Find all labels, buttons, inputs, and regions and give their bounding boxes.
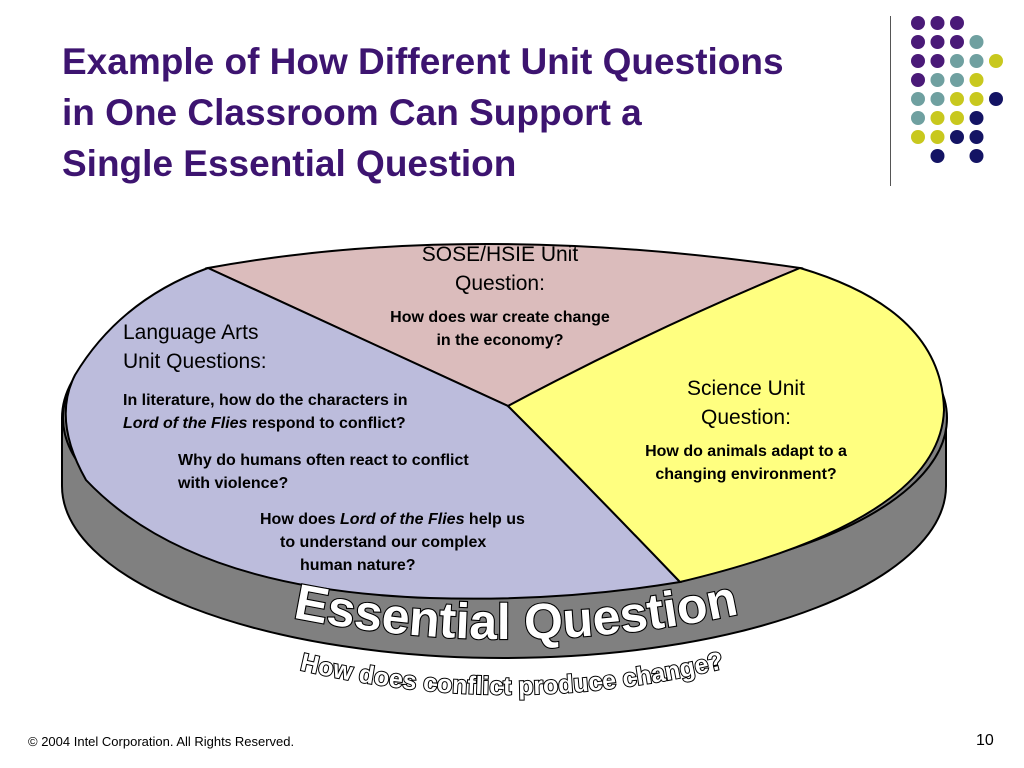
decorative-dot	[930, 111, 945, 125]
science-heading-line-1: Science Unit	[687, 377, 805, 400]
decorative-dot	[950, 54, 964, 68]
decorative-dot	[950, 35, 964, 49]
decorative-dot	[911, 35, 925, 49]
science-text: Science Unit Question: How do animals ad…	[606, 374, 886, 486]
la-q2-line-2: with violence?	[178, 475, 289, 492]
language-arts-heading-line-2: Unit Questions:	[123, 350, 267, 373]
la-q1-line-1: In literature, how do the characters in	[123, 392, 408, 409]
decorative-dot	[911, 73, 925, 87]
language-arts-heading: Language Arts Unit Questions:	[123, 318, 267, 376]
decorative-dot	[911, 130, 925, 144]
decorative-dot	[930, 54, 945, 68]
decorative-dot	[969, 149, 984, 163]
copyright-notice: © 2004 Intel Corporation. All Rights Res…	[28, 734, 295, 749]
science-question-line-1: How do animals adapt to a	[645, 443, 847, 460]
decorative-dot	[950, 92, 964, 106]
decorative-dot	[989, 92, 1003, 106]
decorative-dot	[930, 149, 945, 163]
segment-science	[506, 266, 946, 584]
decorative-dot	[950, 130, 964, 144]
decorative-dot	[989, 54, 1003, 68]
language-arts-question-2: Why do humans often react to conflict wi…	[178, 449, 469, 495]
decorative-dot	[969, 111, 984, 125]
decorative-dot	[969, 35, 984, 49]
title-line-3: Single Essential Question	[62, 143, 517, 184]
decorative-dot	[950, 73, 964, 87]
title-divider	[890, 16, 891, 186]
la-q3-line-2: to understand our complex	[280, 534, 487, 551]
sose-text: SOSE/HSIE Unit Question: How does war cr…	[360, 240, 640, 352]
page-number: 10	[976, 732, 994, 749]
science-heading-line-2: Question:	[701, 406, 791, 429]
sose-heading-line-2: Question:	[455, 272, 545, 295]
decorative-dot	[930, 16, 945, 30]
decorative-dot	[969, 73, 984, 87]
decorative-dot	[969, 130, 984, 144]
decorative-dot	[911, 54, 925, 68]
sose-question-line-2: in the economy?	[436, 332, 564, 349]
language-arts-question-1: In literature, how do the characters in …	[123, 389, 408, 435]
la-q1-line-2: Lord of the Flies respond to conflict?	[123, 412, 408, 435]
la-q1-line-2-rest: respond to conflict?	[247, 415, 406, 432]
language-arts-heading-line-1: Language Arts	[123, 321, 259, 344]
la-q3-line-3: human nature?	[300, 557, 416, 574]
slide-title: Example of How Different Unit Questions …	[62, 36, 862, 189]
decorative-dot	[950, 111, 964, 125]
title-line-1: Example of How Different Unit Questions	[62, 41, 784, 82]
la-q1-book-title: Lord of the Flies	[123, 415, 248, 432]
decorative-dot	[930, 73, 945, 87]
decorative-dot	[950, 16, 964, 30]
la-q3-pre: How does	[260, 511, 341, 528]
la-q3-book-title: Lord of the Flies	[340, 511, 465, 528]
la-q3-post: help us	[464, 511, 525, 528]
decorative-dot	[911, 111, 925, 125]
decorative-dot	[969, 54, 984, 68]
decorative-dot	[911, 16, 925, 30]
decorative-dot	[911, 92, 925, 106]
title-line-2: in One Classroom Can Support a	[62, 92, 642, 133]
science-question-line-2: changing environment?	[655, 466, 837, 483]
sose-question-line-1: How does war create change	[390, 309, 610, 326]
la-q2-line-1: Why do humans often react to conflict	[178, 452, 469, 469]
language-arts-question-3: How does Lord of the Flies help us to un…	[260, 508, 525, 577]
sose-heading-line-1: SOSE/HSIE Unit	[421, 243, 579, 266]
decorative-dot	[969, 92, 984, 106]
decorative-dot	[930, 35, 945, 49]
decorative-dot	[930, 92, 945, 106]
decorative-dot	[930, 130, 945, 144]
la-q3-line-1: How does Lord of the Flies help us	[260, 508, 525, 531]
